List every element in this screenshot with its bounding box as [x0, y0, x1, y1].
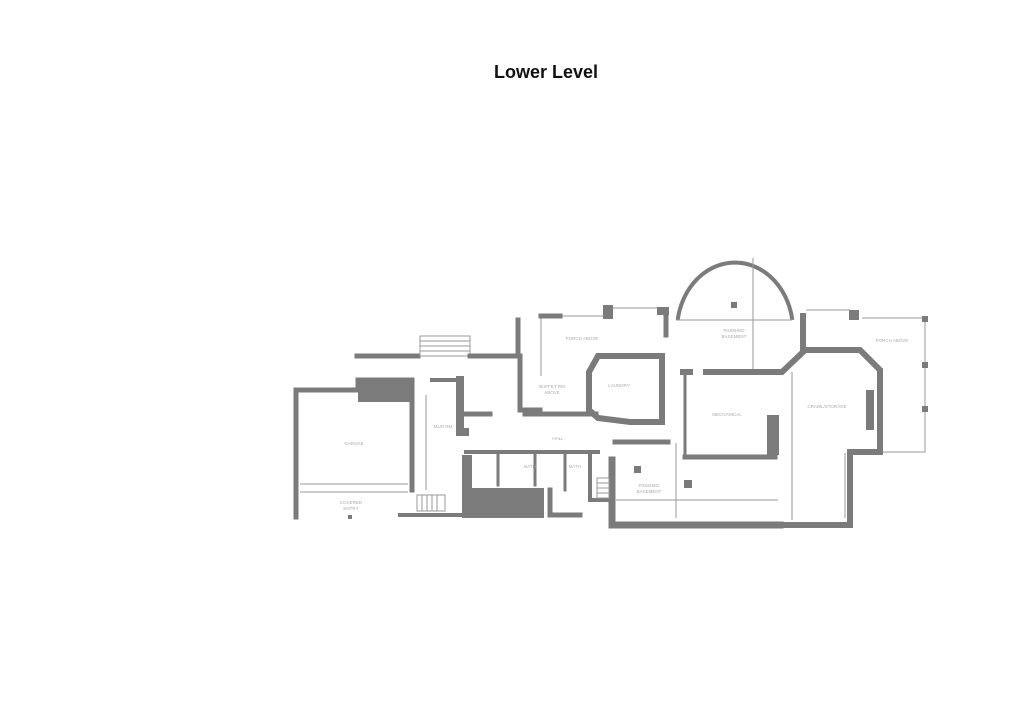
label-hall: HALL: [552, 436, 564, 441]
label-covered-entry: COVERED: [340, 500, 363, 505]
label-crawl-storage: CRAWL/STORAGE: [807, 404, 846, 409]
label-garage: GARAGE: [344, 441, 363, 446]
label-mechanical: MECHANICAL: [712, 412, 742, 417]
stairs: [419, 335, 471, 357]
label-mud-rm: MUD RM: [434, 424, 453, 429]
label-buffet-rm-2: ABOVE: [544, 390, 560, 395]
label-porch-above-left: PORCH ABOVE: [566, 336, 599, 341]
label-laundry: LAUNDRY: [608, 383, 629, 388]
label-buffet-rm: BUFFET RM: [539, 384, 565, 389]
label-covered-entry-2: ENTRY: [343, 506, 358, 511]
label-finished-basement-bottom: FINISHED: [638, 483, 660, 488]
walls: [293, 258, 928, 529]
room-labels: GARAGE COVERED ENTRY MUD RM BUFFET RM AB…: [340, 328, 909, 511]
page-title: Lower Level: [493, 62, 599, 82]
stairs-lower: [416, 477, 610, 512]
label-finished-basement-top: FINISHED: [723, 328, 745, 333]
label-bath-1: BATH: [524, 464, 536, 469]
label-finished-basement-bottom-2: BASEMENT: [637, 489, 662, 494]
label-porch-above-right: PORCH ABOVE: [876, 338, 909, 343]
label-finished-basement-top-2: BASEMENT: [722, 334, 747, 339]
label-bath-2: BATH: [569, 464, 581, 469]
